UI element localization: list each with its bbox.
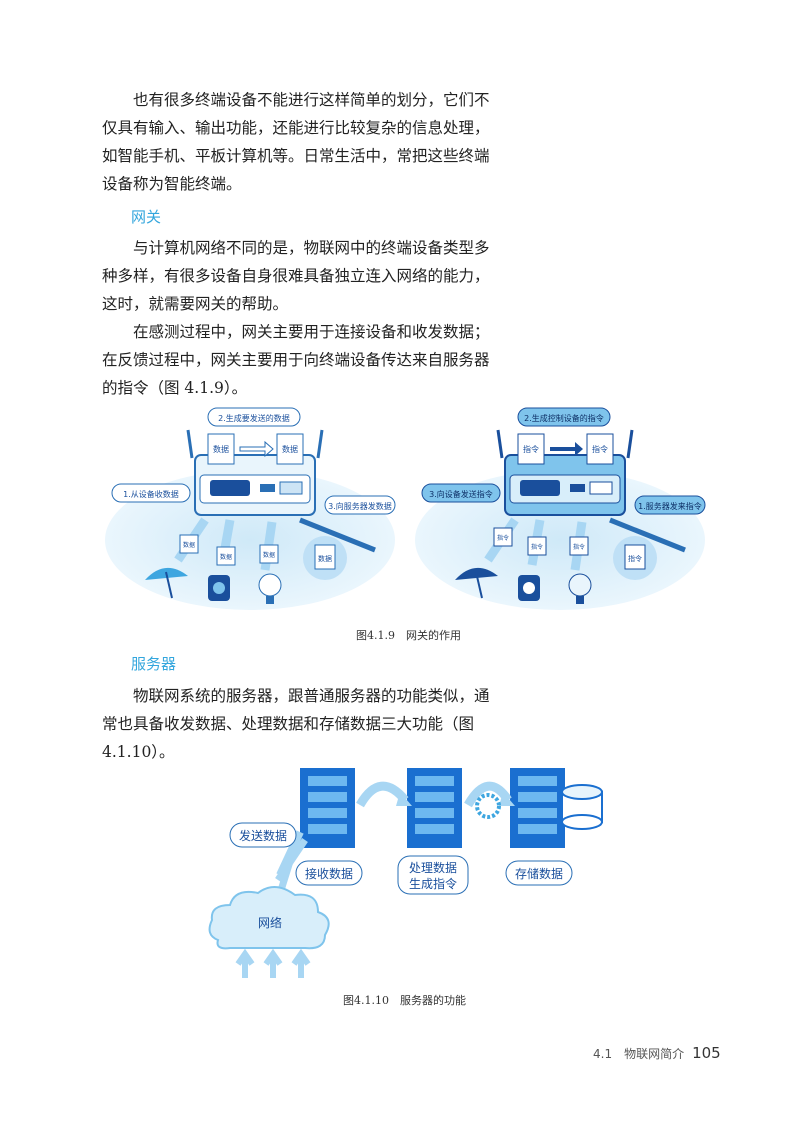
receive-data-label (295, 860, 363, 886)
page-number: 105 (692, 1044, 721, 1062)
svg-text:接收数据: 接收数据 (305, 866, 353, 881)
lightbulb-icon (258, 573, 282, 597)
svg-text:2.生成控制设备的指令: 2.生成控制设备的指令 (524, 413, 604, 423)
server-icon-process (407, 768, 462, 848)
page-footer: 4.1 物联网简介 105 (593, 1044, 721, 1062)
paragraph-2: 与计算机网络不同的是，物联网中的终端设备类型多种多样，有很多设备自身很难具备独立… (102, 239, 490, 313)
svg-text:3.向服务器发数据: 3.向服务器发数据 (328, 501, 392, 511)
gateway-figure: 数据 数据 2.生成要发送的数据 1.从设备收数据 3.向服务器发数据 数据 数… (105, 407, 706, 610)
svg-text:数据: 数据 (282, 444, 298, 454)
svg-text:指令: 指令 (592, 444, 608, 454)
svg-text:2.生成要发送的数据: 2.生成要发送的数据 (218, 413, 290, 423)
heading-server: 服务器 (131, 655, 177, 673)
svg-text:发送数据: 发送数据 (239, 828, 287, 843)
svg-text:生成指令: 生成指令 (409, 876, 457, 891)
svg-text:指令: 指令 (523, 444, 539, 454)
svg-text:数据: 数据 (220, 553, 232, 561)
network-cloud-icon: 网络 (208, 886, 330, 950)
paragraph-1: 也有很多终端设备不能进行这样简单的划分，它们不仅具有输入、输出功能，还能进行比较… (102, 91, 490, 193)
svg-text:数据: 数据 (263, 551, 275, 559)
server-figure: 发送数据 接收数据 处理数据 生成指令 存储数据 网络 (208, 768, 603, 978)
cmd-step3-label (421, 483, 501, 503)
gateway-feedback-panel: 指令 指令 2.生成控制设备的指令 3.向设备发送指令 1.服务器发来指令 指令… (415, 407, 706, 610)
svg-text:指令: 指令 (628, 554, 642, 563)
svg-text:存储数据: 存储数据 (515, 866, 563, 881)
figure-caption-4-1-9: 图4.1.9 网关的作用 (356, 629, 461, 642)
svg-text:数据: 数据 (318, 554, 332, 563)
svg-text:指令: 指令 (497, 534, 509, 542)
data-doc-in (207, 433, 235, 465)
processing-gear-icon (475, 793, 501, 819)
process-data-label (397, 855, 469, 895)
svg-text:数据: 数据 (213, 444, 229, 454)
svg-text:指令: 指令 (573, 543, 585, 551)
svg-text:1.服务器发来指令: 1.服务器发来指令 (638, 501, 702, 511)
step1-label (111, 483, 191, 503)
store-data-label (505, 860, 573, 886)
data-doc-out (276, 433, 304, 465)
footer-section: 4.1 物联网简介 (593, 1047, 685, 1061)
svg-text:数据: 数据 (183, 541, 195, 549)
svg-text:1.从设备收数据: 1.从设备收数据 (123, 489, 179, 499)
gateway-sensing-panel: 数据 数据 2.生成要发送的数据 1.从设备收数据 3.向服务器发数据 数据 数… (105, 407, 396, 610)
figure-caption-4-1-10: 图4.1.10 服务器的功能 (343, 994, 466, 1007)
svg-text:处理数据: 处理数据 (409, 860, 457, 875)
server-icon-receive (300, 768, 355, 848)
send-data-label (229, 822, 297, 848)
server-icon-store (510, 768, 565, 848)
paragraph-3: 在感测过程中，网关主要用于连接设备和收发数据；在反馈过程中，网关主要用于向终端设… (102, 323, 490, 397)
step2-label (207, 407, 301, 427)
svg-text:网络: 网络 (258, 915, 282, 930)
heading-gateway: 网关 (131, 208, 162, 226)
cmd-step1-label (634, 495, 706, 515)
database-icon (561, 784, 603, 830)
step3-label (324, 495, 396, 515)
svg-text:3.向设备发送指令: 3.向设备发送指令 (429, 489, 493, 499)
svg-text:指令: 指令 (531, 543, 543, 551)
cmd-step2-label (517, 407, 611, 427)
paragraph-4: 物联网系统的服务器，跟普通服务器的功能类似，通常也具备收发数据、处理数据和存储数… (102, 687, 490, 761)
